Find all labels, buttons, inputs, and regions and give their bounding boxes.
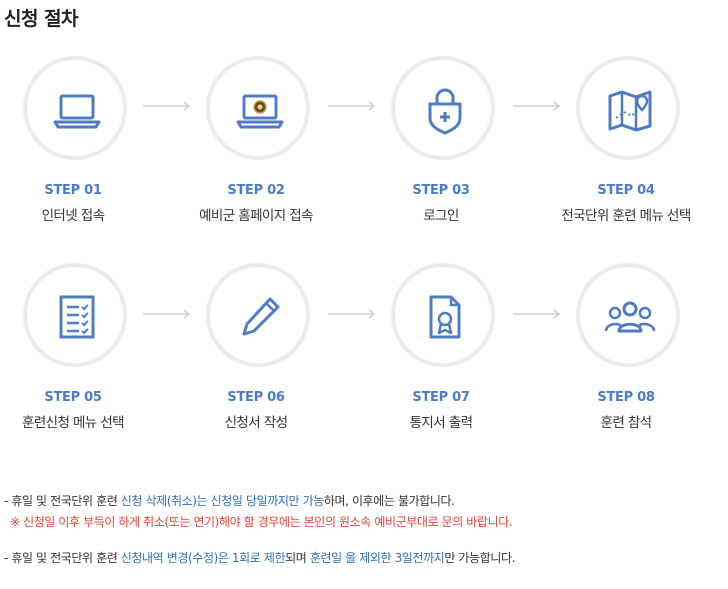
- laptop-icon: [53, 94, 101, 129]
- certificate-icon: [429, 295, 461, 339]
- step-04-circle: [576, 56, 680, 160]
- step-01-label: 인터넷 접속: [41, 208, 105, 224]
- step-01-number: STEP 01: [44, 183, 102, 198]
- note-cancel-text: - 휴일 및 전국단위 훈련: [4, 494, 121, 508]
- step-04-number: STEP 04: [597, 183, 655, 198]
- step-07-circle: [391, 263, 495, 367]
- note-modify: - 휴일 및 전국단위 훈련 신청내역 변경(수정)은 1회로 제한되며 훈련일…: [4, 549, 515, 566]
- note-cancel-text-end: 하며, 이후에는 불가합니다.: [323, 494, 455, 508]
- note-cancel-highlight: 신청 삭제(취소)는 신청일 당일까지만 가능: [120, 494, 325, 508]
- page-title: 신청 절차: [4, 8, 79, 30]
- step-05-circle: [23, 263, 127, 367]
- step-02-number: STEP 02: [227, 183, 285, 198]
- step-01-circle: [23, 56, 127, 160]
- arrow-right-icon: [143, 309, 191, 319]
- lock-icon: [428, 88, 462, 135]
- laptop-emblem-icon: [236, 94, 284, 129]
- arrow-right-icon: [513, 309, 561, 319]
- step-07-number: STEP 07: [412, 390, 470, 405]
- note-modify-text-end: 만 가능합니다.: [444, 551, 516, 565]
- step-05-label: 훈련신청 메뉴 선택: [22, 415, 125, 431]
- arrow-right-icon: [328, 101, 376, 111]
- step-02-circle: [206, 56, 310, 160]
- step-08-label: 훈련 참석: [600, 415, 653, 431]
- note-warning: ※ 신청일 이후 부득이 하게 취소(또는 연기)해야 할 경우에는 본인의 원…: [10, 515, 513, 529]
- step-05-number: STEP 05: [44, 390, 102, 405]
- arrow-right-icon: [513, 101, 561, 111]
- step-04-label: 전국단위 훈련 메뉴 선택: [561, 208, 691, 224]
- step-03-label: 로그인: [423, 208, 459, 224]
- note-cancel: - 휴일 및 전국단위 훈련 신청 삭제(취소)는 신청일 당일까지만 가능하며…: [4, 492, 455, 509]
- step-08-circle: [576, 263, 680, 367]
- note-modify-highlight: 신청내역 변경(수정)은 1회로 제한: [120, 551, 286, 565]
- step-06-label: 신청서 작성: [224, 415, 288, 431]
- step-06-number: STEP 06: [227, 390, 285, 405]
- note-modify-highlight-2: 훈련일 을 제외한 3일전까지: [309, 551, 445, 565]
- note-modify-text: - 휴일 및 전국단위 훈련: [4, 551, 121, 565]
- map-icon: [608, 90, 652, 132]
- step-02-label: 예비군 홈페이지 접속: [199, 208, 313, 224]
- step-08-number: STEP 08: [597, 390, 655, 405]
- step-03-circle: [391, 56, 495, 160]
- arrow-right-icon: [328, 309, 376, 319]
- note-modify-text-mid: 되며: [285, 551, 310, 565]
- step-07-label: 통지서 출력: [409, 415, 473, 431]
- group-icon: [604, 301, 656, 333]
- step-06-circle: [206, 263, 310, 367]
- arrow-right-icon: [143, 101, 191, 111]
- step-03-number: STEP 03: [412, 183, 470, 198]
- pencil-icon: [242, 297, 280, 336]
- checklist-icon: [59, 295, 95, 339]
